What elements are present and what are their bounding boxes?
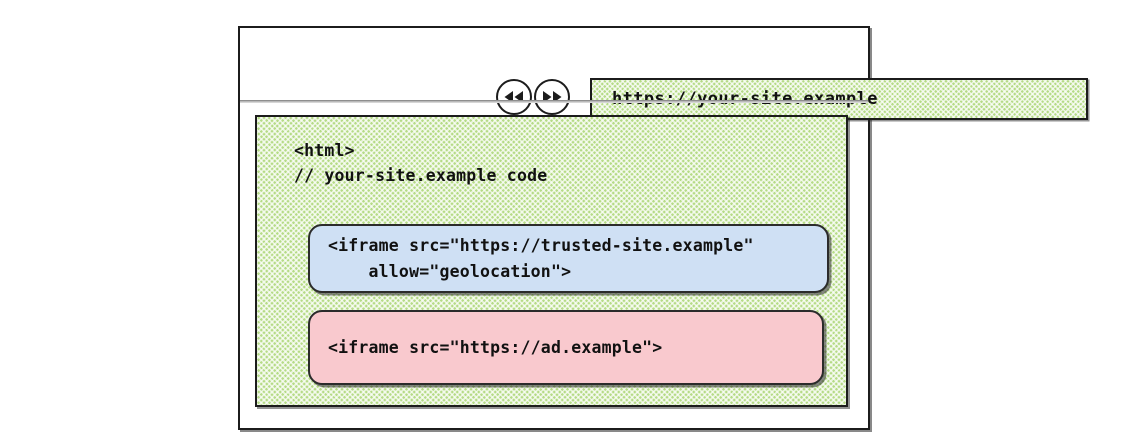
ad-iframe-code: <iframe src="https://ad.example"> [328, 337, 663, 357]
toolbar-divider [240, 100, 868, 103]
page-source-code: <html> // your-site.example code [294, 141, 548, 185]
trusted-site-iframe-code: <iframe src="https://trusted-site.exampl… [328, 235, 754, 281]
trusted-site-iframe[interactable]: <iframe src="https://trusted-site.exampl… [308, 224, 829, 293]
browser-toolbar: https://your-site.example [240, 28, 1088, 120]
browser-window: https://your-site.example <html> // your… [238, 26, 1088, 430]
address-bar-text: https://your-site.example [612, 89, 878, 109]
back-button[interactable] [496, 79, 532, 115]
page-content-area: <html> // your-site.example code <iframe… [255, 115, 848, 407]
address-bar[interactable]: https://your-site.example [590, 78, 1088, 120]
forward-button[interactable] [534, 79, 570, 115]
ad-iframe[interactable]: <iframe src="https://ad.example"> [308, 310, 824, 385]
